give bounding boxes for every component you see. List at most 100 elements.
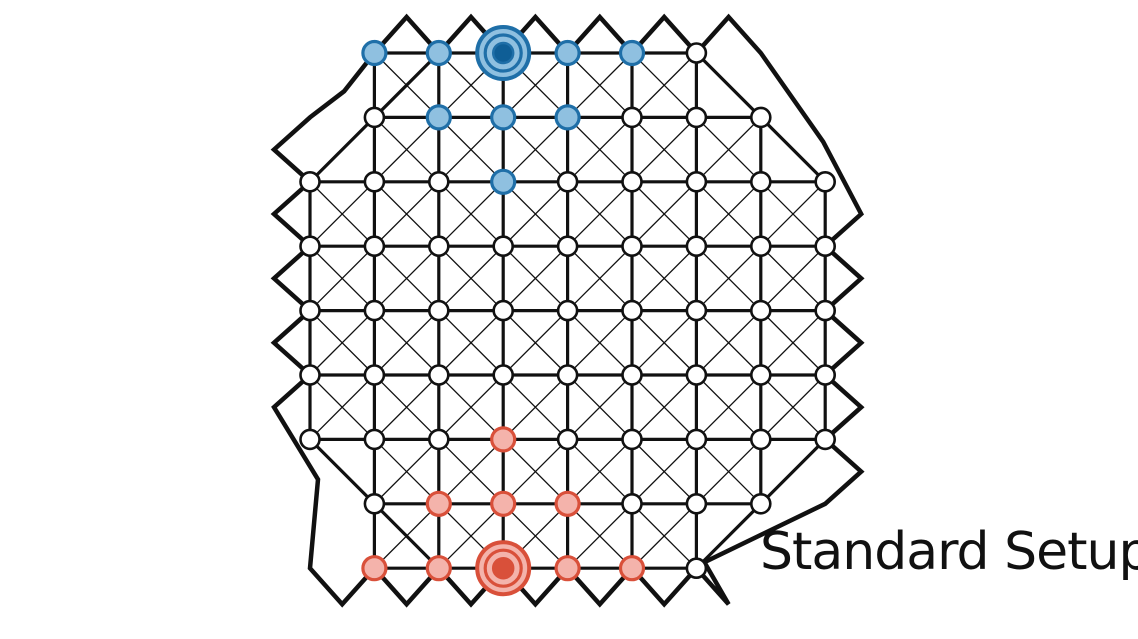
blue-stone-piece[interactable] (490, 168, 517, 195)
board-point[interactable] (621, 492, 643, 515)
board-point[interactable] (749, 492, 772, 515)
blue-king-piece[interactable] (475, 25, 532, 81)
diagonal-line (502, 374, 569, 440)
board-point[interactable] (814, 235, 837, 257)
board-point[interactable] (749, 235, 772, 257)
board-point[interactable] (814, 428, 837, 451)
board-point[interactable] (685, 171, 708, 193)
board-point[interactable] (427, 235, 450, 257)
diagonal-line (438, 181, 504, 247)
diagonal-line (502, 245, 569, 312)
board-outline (270, 13, 865, 608)
board-point[interactable] (749, 171, 772, 193)
diagonal-line (502, 116, 569, 183)
board-point[interactable] (492, 299, 515, 322)
diagonal-line (695, 116, 762, 183)
board-point[interactable] (685, 364, 708, 386)
board-point[interactable] (685, 428, 708, 451)
blue-stone-piece[interactable] (554, 104, 581, 131)
red-king-piece[interactable] (475, 540, 532, 597)
board-point[interactable] (299, 364, 321, 386)
board-point[interactable] (363, 106, 386, 129)
board-point[interactable] (621, 106, 643, 129)
diagonal-line (631, 245, 697, 312)
diagonal-line (438, 245, 504, 312)
board-point[interactable] (363, 299, 386, 322)
board-point[interactable] (621, 171, 643, 193)
diagonal-line (760, 245, 826, 312)
board-point[interactable] (299, 428, 321, 451)
board-point[interactable] (363, 171, 386, 193)
board-point[interactable] (685, 106, 708, 129)
grid-line (308, 438, 376, 505)
board-border (270, 13, 865, 608)
red-stone-piece[interactable] (554, 490, 581, 517)
board-point[interactable] (556, 171, 579, 193)
board-point[interactable] (749, 299, 772, 322)
board-point[interactable] (556, 235, 579, 257)
board-point[interactable] (814, 299, 837, 322)
blue-stone-piece[interactable] (361, 39, 388, 67)
board-point[interactable] (685, 492, 708, 515)
diagonal-line (309, 310, 375, 376)
diagonal-line (631, 503, 697, 569)
board-point[interactable] (685, 299, 708, 322)
diagonal-line (567, 52, 633, 118)
board-point[interactable] (621, 299, 643, 322)
board-point[interactable] (299, 171, 321, 193)
board-point[interactable] (492, 364, 515, 386)
grid-line (759, 116, 827, 183)
diagonal-line (438, 438, 504, 505)
diagonal-line (760, 310, 826, 376)
diagonal-line (438, 116, 504, 183)
board-point[interactable] (363, 492, 386, 515)
grid-line (308, 116, 376, 183)
board-point[interactable] (427, 364, 450, 386)
diagonal-line (438, 374, 504, 440)
red-stone-piece[interactable] (554, 555, 581, 582)
board-point[interactable] (427, 299, 450, 322)
board-point[interactable] (814, 364, 837, 386)
diagonal-line (373, 181, 440, 247)
blue-stone-piece[interactable] (490, 104, 517, 131)
board-point[interactable] (749, 428, 772, 451)
board-point[interactable] (556, 299, 579, 322)
diagonal-line (309, 374, 375, 440)
board-point[interactable] (427, 428, 450, 451)
red-stone-piece[interactable] (425, 490, 452, 517)
red-stone-piece[interactable] (490, 426, 517, 453)
board-point[interactable] (363, 428, 386, 451)
blue-stone-piece[interactable] (554, 39, 581, 67)
blue-stone-piece[interactable] (618, 39, 646, 67)
board-point[interactable] (749, 106, 772, 129)
board-point[interactable] (685, 235, 708, 257)
board-point[interactable] (749, 364, 772, 386)
board-point[interactable] (621, 428, 643, 451)
diagonal-line (373, 438, 440, 505)
board-point[interactable] (621, 235, 643, 257)
board-point[interactable] (556, 428, 579, 451)
diagonal-line (695, 245, 762, 312)
board-point[interactable] (814, 171, 837, 193)
red-stone-piece[interactable] (618, 555, 646, 582)
diagonal-line (567, 310, 633, 376)
red-stone-piece[interactable] (425, 555, 452, 582)
board-point[interactable] (685, 557, 708, 580)
blue-stone-piece[interactable] (425, 39, 452, 67)
board-point[interactable] (556, 364, 579, 386)
board-point[interactable] (427, 171, 450, 193)
blue-stone-piece[interactable] (425, 104, 452, 131)
board-point[interactable] (685, 42, 708, 64)
red-stone-piece[interactable] (490, 490, 517, 517)
board-point[interactable] (299, 299, 321, 322)
board-point[interactable] (299, 235, 321, 257)
board-point[interactable] (621, 364, 643, 386)
grid-line (373, 51, 440, 119)
red-stone-piece[interactable] (361, 555, 388, 582)
board-point[interactable] (363, 235, 386, 257)
board-point[interactable] (363, 364, 386, 386)
board-point[interactable] (492, 235, 515, 257)
diagonal-line (567, 503, 633, 569)
diagonal-line (631, 181, 697, 247)
